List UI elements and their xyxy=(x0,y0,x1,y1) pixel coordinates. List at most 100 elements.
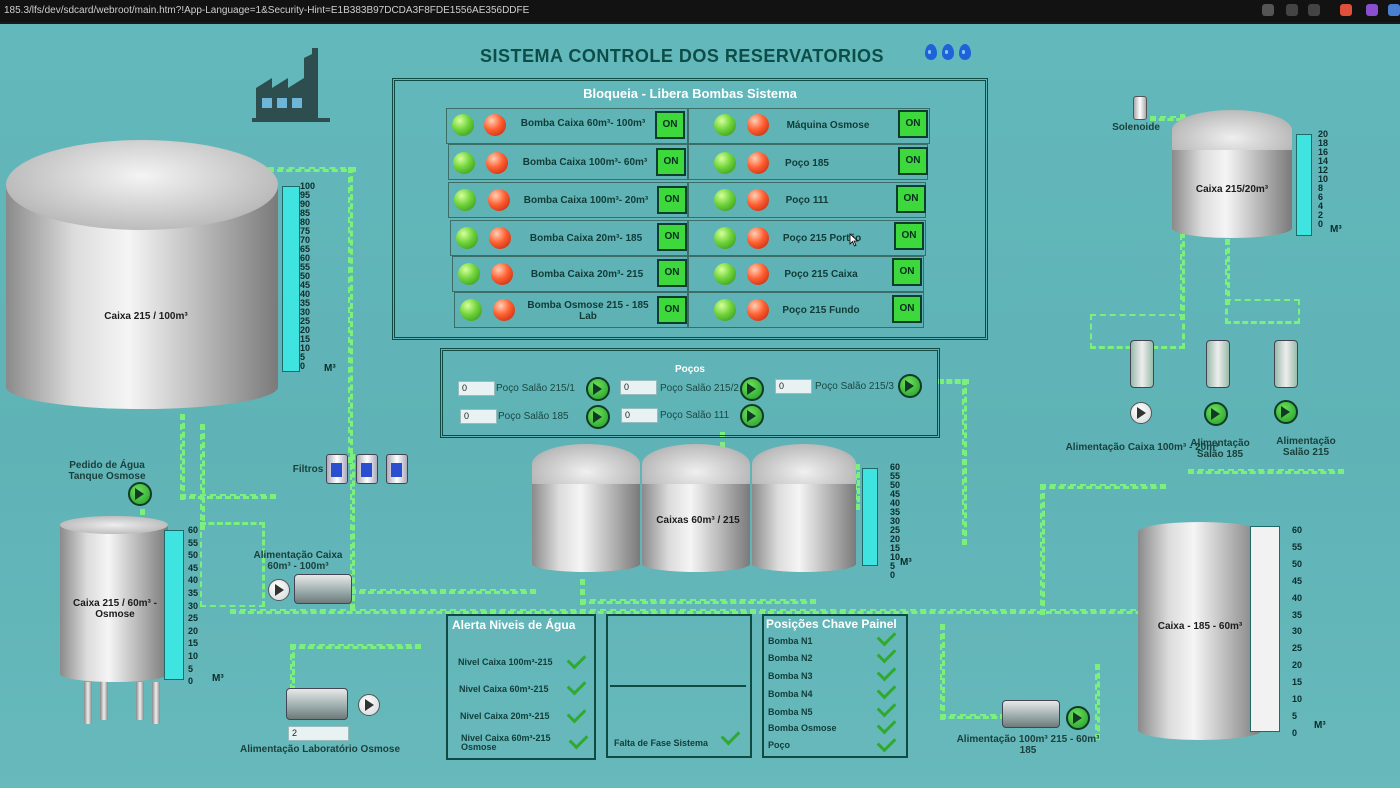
on-button[interactable]: ON xyxy=(898,147,928,175)
level-gauge xyxy=(1250,526,1280,732)
pump-label: Poço 215 Portão xyxy=(782,233,862,244)
key-item: Bomba Osmose xyxy=(768,723,837,733)
well-pump-icon[interactable] xyxy=(740,404,764,428)
filter-icon xyxy=(356,454,378,484)
pump-label: Poço 215 Caixa xyxy=(784,269,858,280)
tank-osmose xyxy=(60,524,168,682)
silo-top xyxy=(532,444,640,484)
pump-label: Poço 215 Fundo xyxy=(782,305,860,316)
pipe xyxy=(940,714,1006,719)
pump-off-icon[interactable] xyxy=(358,694,380,716)
well-value[interactable]: 0 xyxy=(460,409,497,424)
well-pump-icon[interactable] xyxy=(586,377,610,401)
valve-icon[interactable] xyxy=(1274,340,1298,388)
status-red-lamp xyxy=(486,152,508,174)
tank-label: Caixa - 185 - 60m³ xyxy=(1157,621,1243,632)
key-item: Bomba N1 xyxy=(768,636,813,646)
alert-item: Nivel Caixa 60m³-215 Osmose xyxy=(461,733,551,752)
on-button[interactable]: ON xyxy=(656,148,686,176)
gauge-unit: M³ xyxy=(212,673,224,684)
addon-icon[interactable] xyxy=(1340,4,1352,16)
on-button[interactable]: ON xyxy=(657,186,687,214)
status-red-lamp xyxy=(493,299,515,321)
pump-off-icon[interactable] xyxy=(268,579,290,601)
key-item: Bomba N4 xyxy=(768,689,813,699)
pump-label: Bomba Caixa 20m³- 215 xyxy=(530,269,644,280)
pump-label: Bomba Osmose 215 - 185 Lab xyxy=(527,300,649,322)
gauge-unit: M³ xyxy=(1314,720,1326,731)
valve-icon[interactable] xyxy=(1130,340,1154,388)
on-button[interactable]: ON xyxy=(896,185,926,213)
on-button[interactable]: ON xyxy=(657,259,687,287)
valve-icon[interactable] xyxy=(1206,340,1230,388)
pump-motor-icon xyxy=(1002,700,1060,728)
status-green-lamp xyxy=(460,299,482,321)
address-bar[interactable]: 185.3/lfs/dev/sdcard/webroot/main.htm?!A… xyxy=(4,5,530,16)
level-gauge xyxy=(282,186,300,372)
key-item: Poço xyxy=(768,740,791,750)
lab-value[interactable]: 2 xyxy=(288,726,349,741)
on-button[interactable]: ON xyxy=(894,222,924,250)
well-value[interactable]: 0 xyxy=(621,408,658,423)
pipe xyxy=(962,379,967,545)
well-value[interactable]: 0 xyxy=(458,381,495,396)
on-button[interactable]: ON xyxy=(655,111,685,139)
pipe xyxy=(1040,484,1045,615)
on-button[interactable]: ON xyxy=(898,110,928,138)
zoom-icon[interactable] xyxy=(1286,4,1298,16)
well-label: Poço Salão 215/2 xyxy=(660,383,739,394)
page-title: SISTEMA CONTROLE DOS RESERVATORIOS xyxy=(480,46,885,66)
level-gauge xyxy=(164,530,184,680)
pipe xyxy=(580,599,816,604)
well-value[interactable]: 0 xyxy=(775,379,812,394)
extension-icon[interactable] xyxy=(1262,4,1274,16)
well-pump-icon[interactable] xyxy=(740,377,764,401)
scada-screen: SISTEMA CONTROLE DOS RESERVATORIOS Bloqu… xyxy=(0,24,1400,788)
well-value[interactable]: 0 xyxy=(620,380,657,395)
alerts-title: Alerta Niveis de Água xyxy=(452,618,576,632)
wells-panel-title: Poços xyxy=(674,364,705,375)
pipe xyxy=(940,624,945,720)
well-pump-icon[interactable] xyxy=(898,374,922,398)
pipe xyxy=(268,167,356,172)
on-button[interactable]: ON xyxy=(657,223,687,251)
pump-on-icon[interactable] xyxy=(1274,400,1298,424)
tank-label: Caixa 215 / 100m³ xyxy=(104,311,188,322)
feed-label: Alimentação Caixa 60m³ - 100m³ xyxy=(253,550,343,572)
tank-leg xyxy=(152,682,160,724)
well-label: Poço Salão 215/1 xyxy=(496,383,575,394)
keys-title: Posições Chave Painel xyxy=(766,617,897,631)
on-button[interactable]: ON xyxy=(892,258,922,286)
filter-icon xyxy=(326,454,348,484)
request-pump-icon[interactable] xyxy=(128,482,152,506)
water-drop-icon xyxy=(925,44,937,60)
profile-icon[interactable] xyxy=(1366,4,1378,16)
star-icon[interactable] xyxy=(1308,4,1320,16)
pump-off-icon[interactable] xyxy=(1130,402,1152,424)
pump-on-icon[interactable] xyxy=(1204,402,1228,426)
status-red-lamp xyxy=(747,114,769,136)
status-green-lamp xyxy=(714,263,736,285)
on-button[interactable]: ON xyxy=(892,295,922,323)
pump-on-icon[interactable] xyxy=(1066,706,1090,730)
water-drop-icon xyxy=(959,44,971,60)
solenoid-valve-icon[interactable] xyxy=(1133,96,1147,120)
well-pump-icon[interactable] xyxy=(586,405,610,429)
factory-icon xyxy=(252,48,330,122)
level-gauge xyxy=(1296,134,1312,236)
key-item: Bomba N2 xyxy=(768,653,813,663)
status-red-lamp xyxy=(484,114,506,136)
keys-panel xyxy=(762,614,908,758)
pipe xyxy=(180,494,276,499)
pipe xyxy=(348,167,353,463)
feed-label: Alimentação Laboratório Osmose xyxy=(239,744,401,755)
menu-icon[interactable] xyxy=(1388,4,1400,16)
on-button[interactable]: ON xyxy=(657,296,687,324)
filter-icon xyxy=(386,454,408,484)
pump-label: Bomba Caixa 100m³- 20m³ xyxy=(523,195,649,206)
tank-label: Caixa 215 / 60m³ - Osmose xyxy=(73,598,157,620)
wells-panel xyxy=(440,348,940,438)
well-label: Poço Salão 185 xyxy=(498,411,569,422)
